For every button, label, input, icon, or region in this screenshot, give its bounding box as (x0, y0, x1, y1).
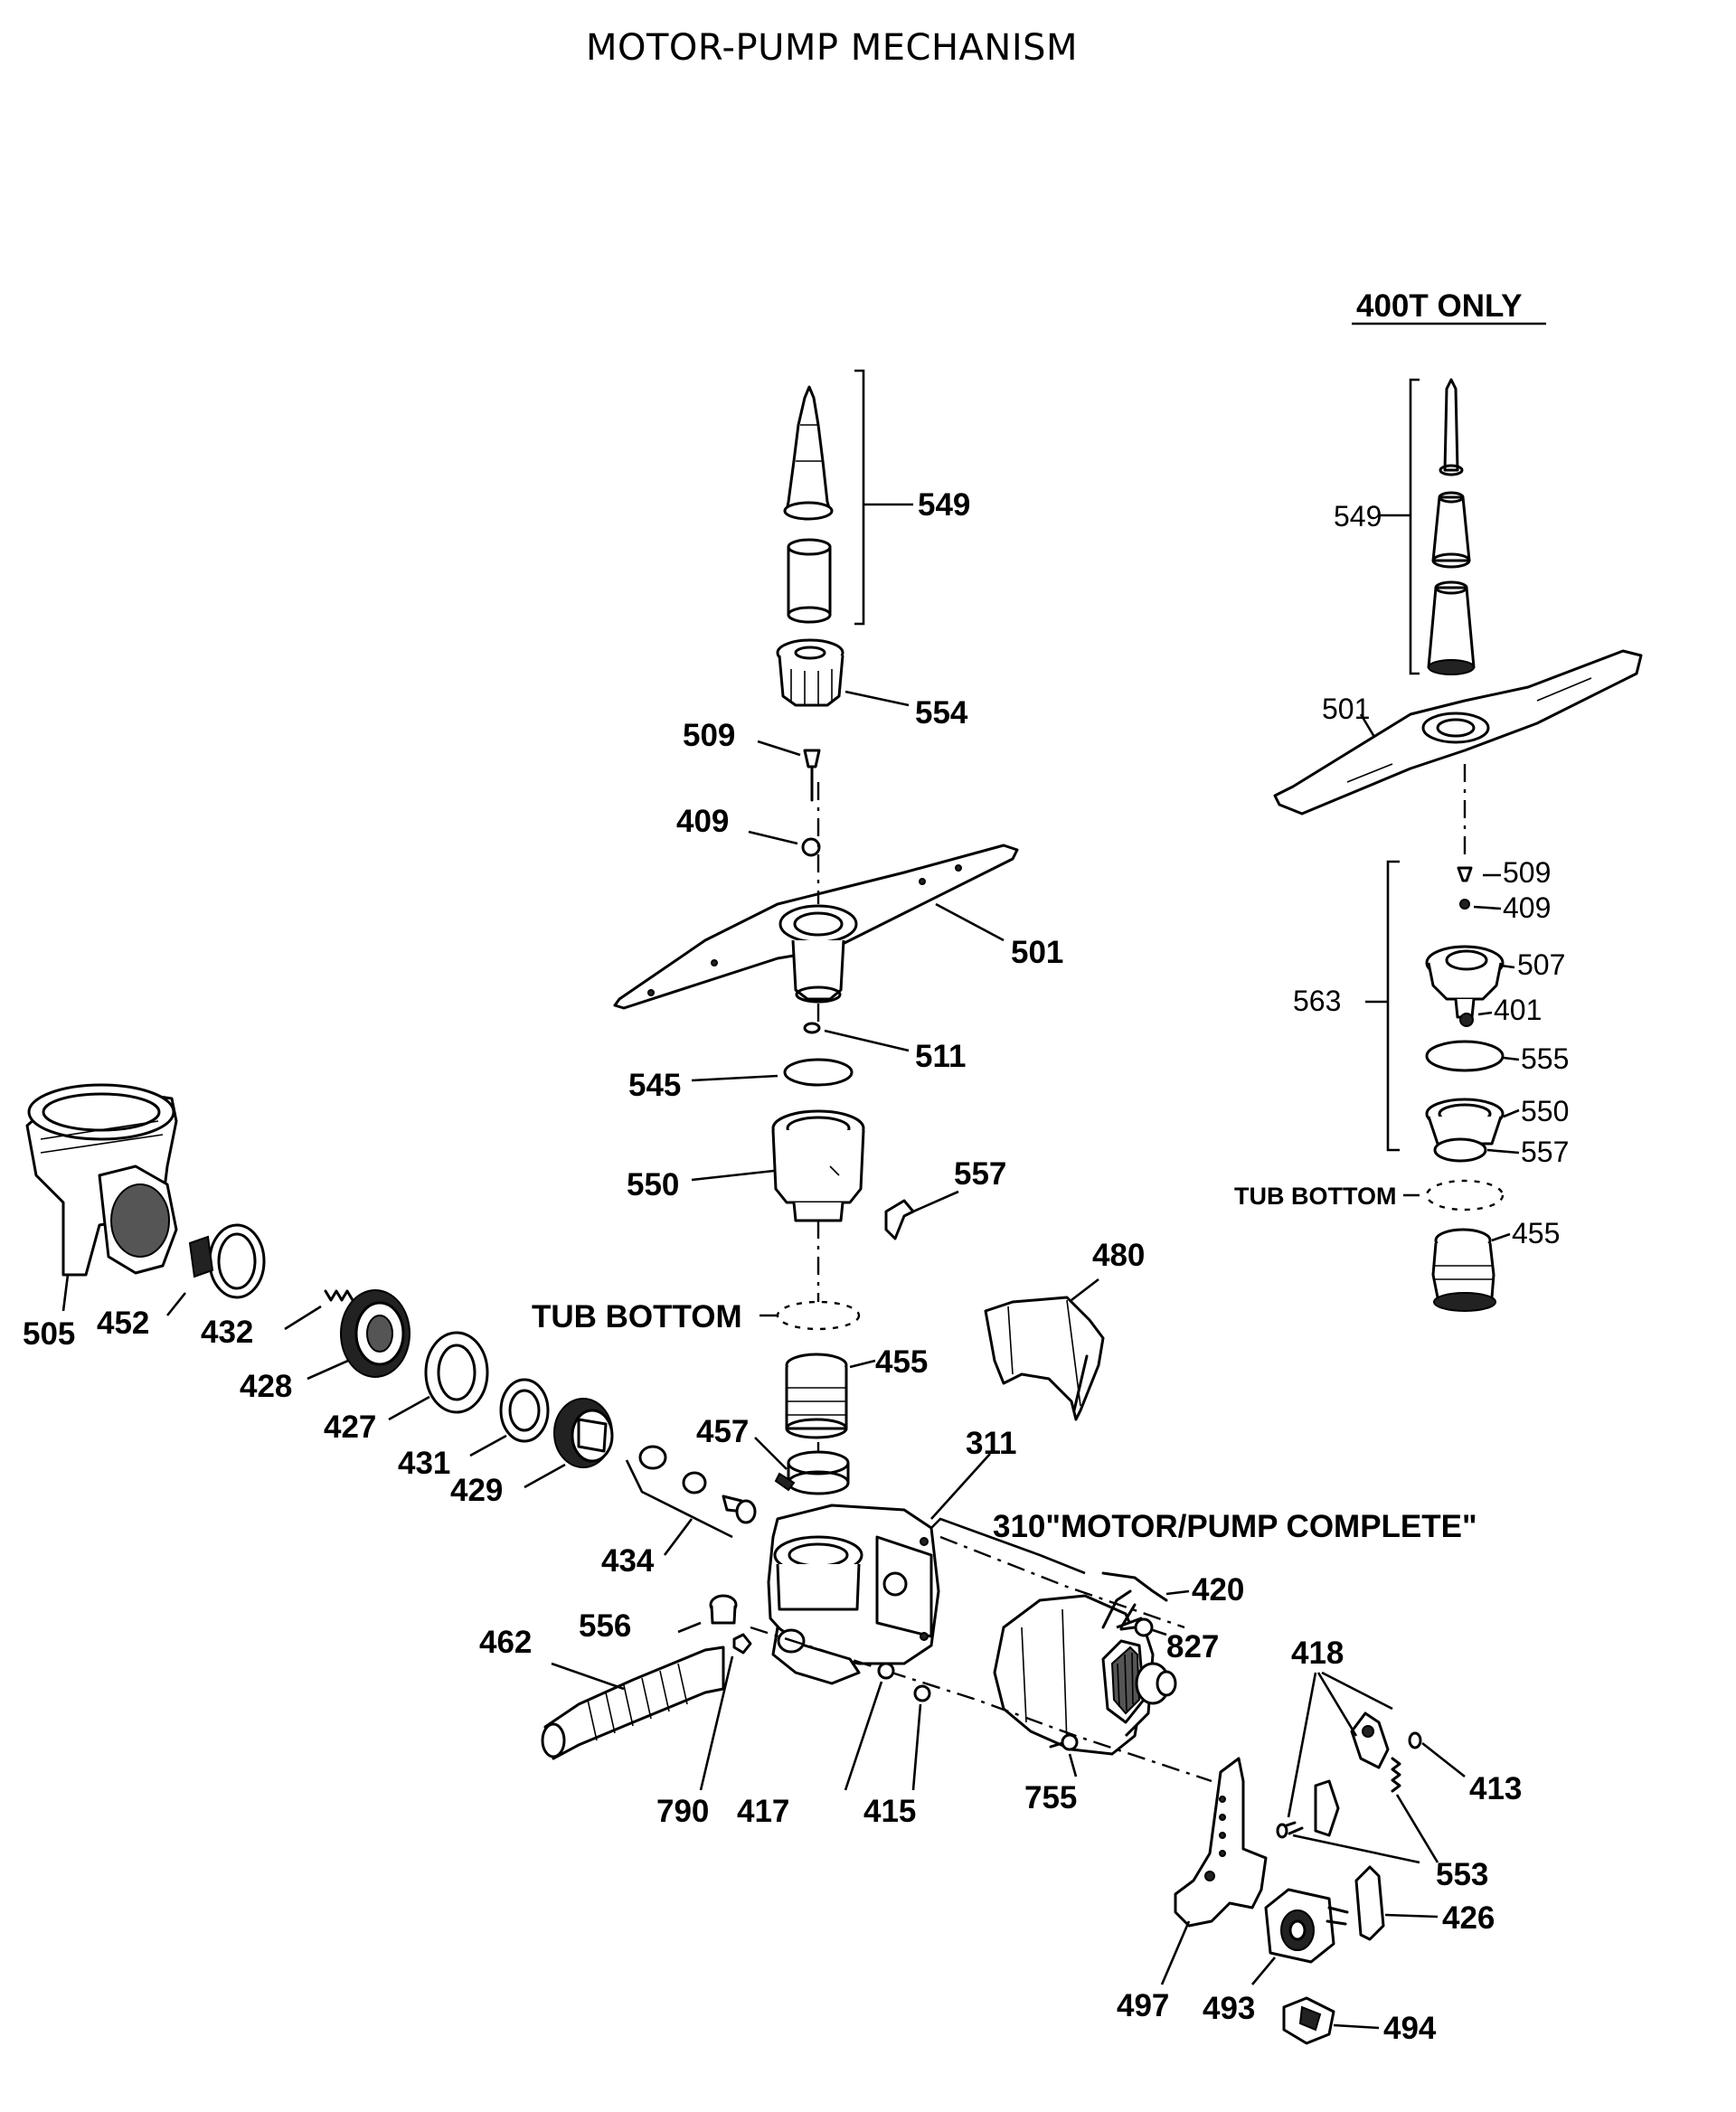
bracket-310 (930, 1517, 1086, 1575)
part-755-screw (1049, 1733, 1079, 1751)
part-553-spring (1391, 1757, 1401, 1793)
part-497-bracket (1174, 1757, 1268, 1928)
label-480: 480 (1092, 1238, 1145, 1273)
axis-line-lower (750, 1626, 1212, 1783)
part-556-plug (709, 1594, 738, 1625)
part-511-washer (803, 1022, 821, 1034)
label-550: 550 (627, 1167, 679, 1202)
part-432-spring (324, 1289, 354, 1302)
axis-line-upper (939, 1535, 1185, 1629)
label-557: 557 (954, 1156, 1006, 1192)
part-431-retainer (499, 1378, 550, 1443)
label-409: 409 (676, 804, 729, 839)
t400-label-557: 557 (1521, 1136, 1569, 1168)
part-790-clip (732, 1633, 752, 1655)
t400-label-550: 550 (1521, 1095, 1569, 1127)
t400-label-555: 555 (1521, 1042, 1569, 1075)
main-labels: 549 554 509 409 501 511 545 550 557 480 … (23, 487, 1522, 2046)
label-434: 434 (601, 1543, 655, 1579)
label-311: 311 (966, 1426, 1016, 1461)
part-493-solenoid (1264, 1888, 1349, 1964)
label-418: 418 (1291, 1636, 1344, 1671)
label-tub-bottom: TUB BOTTOM (532, 1299, 742, 1334)
label-428: 428 (240, 1369, 292, 1404)
label-400t-only: 400T ONLY (1356, 288, 1523, 324)
label-755: 755 (1024, 1780, 1077, 1815)
label-415: 415 (863, 1794, 916, 1829)
part-501-spray-arm (613, 844, 1019, 1010)
label-549: 549 (918, 487, 970, 523)
motor (993, 1589, 1177, 1756)
part-505-sump (25, 1083, 178, 1277)
label-310-motor-pump-complete: 310"MOTOR/PUMP COMPLETE" (993, 1509, 1477, 1544)
label-545: 545 (628, 1068, 681, 1103)
t400-label-509: 509 (1503, 856, 1551, 889)
part-434-bushings (638, 1445, 757, 1524)
label-554: 554 (915, 695, 968, 731)
t400-label-401: 401 (1494, 994, 1542, 1026)
label-505: 505 (23, 1316, 75, 1352)
label-553: 553 (1436, 1857, 1488, 1892)
t400-label-507: 507 (1517, 948, 1565, 981)
t400-label-tub-bottom: TUB BOTTOM (1234, 1183, 1396, 1210)
label-497: 497 (1117, 1988, 1169, 2023)
label-417: 417 (737, 1794, 789, 1829)
part-455-seal (785, 1353, 848, 1439)
label-427: 427 (324, 1410, 376, 1445)
part-557-clip (884, 1199, 915, 1240)
label-509: 509 (683, 718, 735, 753)
part-554-cap (776, 638, 844, 707)
label-413: 413 (1469, 1771, 1522, 1806)
label-790: 790 (656, 1794, 709, 1829)
t400-labels: 400T ONLY 549 501 509 409 507 563 401 55… (1234, 288, 1569, 1249)
part-417-nut (877, 1662, 895, 1680)
t400-label-455: 455 (1512, 1217, 1560, 1249)
part-426-pin (1354, 1865, 1385, 1941)
part-429-impeller (553, 1398, 614, 1468)
label-457: 457 (696, 1414, 749, 1449)
part-452-clamp (188, 1223, 266, 1299)
label-501: 501 (1011, 935, 1063, 970)
label-429: 429 (450, 1473, 503, 1508)
part-494-plunger (1282, 1996, 1335, 2045)
label-420: 420 (1192, 1572, 1244, 1608)
part-427-ring (424, 1331, 489, 1414)
part-420-wire (1101, 1571, 1168, 1602)
part-413-pin (1408, 1731, 1422, 1749)
part-415-nut (913, 1684, 931, 1702)
label-455: 455 (875, 1344, 928, 1380)
label-511: 511 (915, 1039, 966, 1074)
t400-label-549: 549 (1334, 500, 1382, 533)
part-545-ring (783, 1058, 854, 1087)
part-418-bracket-group (1276, 1711, 1390, 1839)
t400-label-501: 501 (1322, 693, 1370, 725)
label-432: 432 (201, 1315, 253, 1350)
part-457-clamp (774, 1450, 850, 1495)
part-462-hose (541, 1645, 725, 1760)
t400-assembly (1273, 378, 1643, 1312)
part-409-nut (801, 837, 821, 857)
label-494: 494 (1383, 2011, 1437, 2046)
diagram-title: MOTOR-PUMP MECHANISM (585, 27, 1079, 69)
t400-label-563: 563 (1293, 985, 1341, 1017)
label-827: 827 (1166, 1629, 1219, 1664)
label-493: 493 (1203, 1991, 1255, 2026)
label-462: 462 (479, 1625, 532, 1660)
part-549-spray-tube (783, 385, 834, 624)
label-426: 426 (1442, 1900, 1495, 1936)
part-480-shield (984, 1296, 1105, 1421)
part-428-disc (340, 1289, 410, 1378)
part-550-housing (771, 1109, 865, 1222)
label-452: 452 (97, 1306, 149, 1341)
part-311-pump-housing (767, 1504, 940, 1685)
t400-label-409: 409 (1503, 891, 1551, 924)
part-509-screw (803, 749, 821, 802)
label-556: 556 (579, 1608, 631, 1644)
bracket-549 (854, 369, 865, 626)
label-431: 431 (398, 1446, 450, 1481)
part-827-screw (1119, 1617, 1154, 1637)
tub-bottom-ring (776, 1300, 861, 1331)
